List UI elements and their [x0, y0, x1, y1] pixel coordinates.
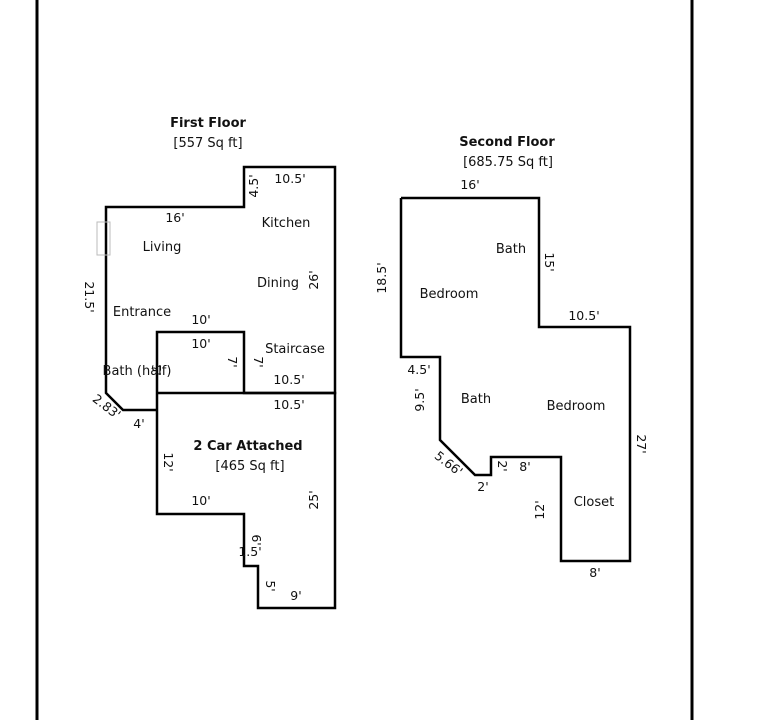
- room-staircase: Staircase: [265, 342, 325, 357]
- second-floor-outline: [399, 196, 632, 563]
- dim-right-wall: 26': [306, 270, 321, 289]
- dim-notch: 4.5': [246, 174, 261, 197]
- dim-garage-mid: 10': [191, 493, 210, 508]
- dim-garage-top-first: 10': [191, 312, 210, 327]
- room-entrance: Entrance: [113, 305, 171, 320]
- dim-sf-top: 16': [460, 177, 479, 192]
- first-floor-outline: [104, 165, 337, 412]
- dim-diagonal: 2.83': [90, 391, 124, 422]
- dim-sf-diagonal: 5.66': [432, 448, 466, 479]
- dim-kitchen-top: 10.5': [274, 171, 305, 186]
- dim-stair-side-inner: 7': [251, 356, 266, 367]
- dim-sf-closet-bottom: 8': [589, 565, 600, 580]
- dim-sf-nib-side: 2': [495, 460, 510, 471]
- second-floor-title: Second Floor: [459, 135, 555, 150]
- dim-stair-bottom: 10.5': [273, 372, 304, 387]
- room-kitchen: Kitchen: [262, 216, 311, 231]
- garage-outline: [155, 391, 337, 610]
- garage-title: 2 Car Attached: [193, 439, 302, 454]
- dim-garage-lower-vert: 5': [263, 580, 278, 591]
- garage-area: [465 Sq ft]: [215, 459, 284, 474]
- dim-sf-shelf: 10.5': [568, 308, 599, 323]
- dim-stair-top: 10': [191, 336, 210, 351]
- room-bedroom-right: Bedroom: [547, 399, 606, 414]
- room-closet: Closet: [574, 495, 615, 510]
- dim-left-wall: 21.5': [82, 281, 97, 312]
- room-bath-half: Bath (half): [103, 364, 172, 379]
- dim-garage-top: 10.5': [273, 397, 304, 412]
- room-bath-top: Bath: [496, 242, 526, 257]
- dim-garage-step-horiz: 1.5': [238, 544, 261, 559]
- second-floor-area: [685.75 Sq ft]: [463, 155, 553, 170]
- dim-stair-side: 7': [225, 356, 240, 367]
- dim-garage-left: 12': [161, 452, 176, 471]
- window-marker: [96, 221, 111, 256]
- dim-sf-left: 18.5': [374, 262, 389, 293]
- room-bath-mid: Bath: [461, 392, 491, 407]
- dim-garage-step-vert: 6': [249, 534, 264, 545]
- dim-sf-closet-top: 8': [519, 459, 530, 474]
- dim-sf-right: 27': [634, 434, 649, 453]
- dim-bottom-small: 4': [133, 416, 144, 431]
- dim-sf-nib-bottom: 2': [477, 479, 488, 494]
- dim-sf-step: 4.5': [407, 362, 430, 377]
- room-bedroom-left: Bedroom: [420, 287, 479, 302]
- dim-sf-lower-left: 9.5': [412, 388, 427, 411]
- dim-garage-right: 25': [306, 490, 321, 509]
- first-floor-area: [557 Sq ft]: [173, 136, 242, 151]
- room-living: Living: [143, 240, 182, 255]
- dim-sf-closet-side: 12': [532, 500, 547, 519]
- dim-garage-bottom: 9': [290, 588, 301, 603]
- dim-sf-upper-right: 15': [542, 252, 557, 271]
- room-dining: Dining: [257, 276, 299, 291]
- dim-living-top: 16': [165, 210, 184, 225]
- dim-bath-side: 5': [149, 364, 164, 375]
- first-floor-title: First Floor: [170, 116, 246, 131]
